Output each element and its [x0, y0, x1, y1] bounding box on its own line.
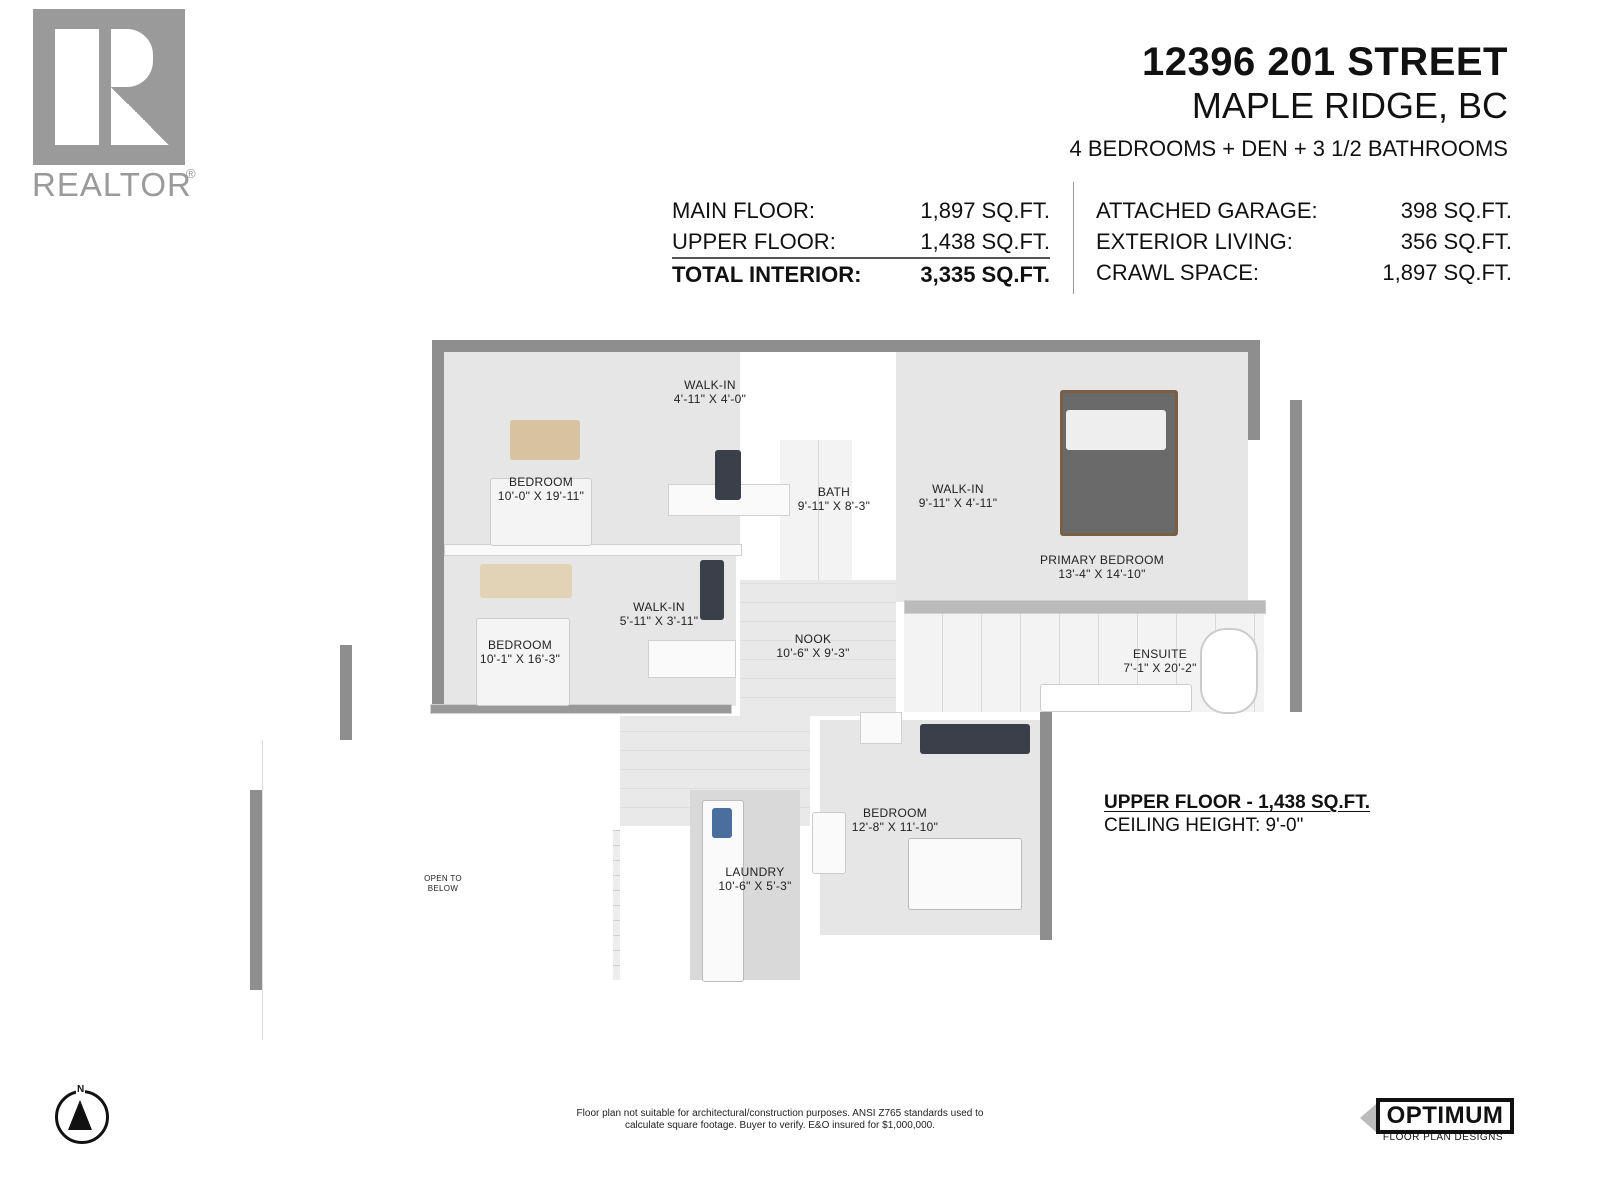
laundry-sink-icon — [712, 808, 732, 838]
area-stats-right: ATTACHED GARAGE: 398 SQ.FT. EXTERIOR LIV… — [1096, 195, 1512, 288]
stat-label: ATTACHED GARAGE: — [1096, 198, 1318, 223]
stat-attached-garage: ATTACHED GARAGE: 398 SQ.FT. — [1096, 195, 1512, 226]
stat-value: 356 SQ.FT. — [1400, 229, 1512, 254]
stat-value: 3,335 SQ.FT. — [920, 262, 1050, 287]
area-stats-left: MAIN FLOOR: 1,897 SQ.FT. UPPER FLOOR: 1,… — [672, 195, 1050, 290]
disclaimer-line-2: calculate square footage. Buyer to verif… — [625, 1120, 935, 1131]
double-vanity-icon — [1040, 684, 1192, 712]
stat-label: UPPER FLOOR: — [672, 229, 836, 254]
outer-wall-left-lower — [250, 790, 262, 990]
bed-icon — [490, 478, 592, 546]
stat-crawl-space: CRAWL SPACE: 1,897 SQ.FT. — [1096, 257, 1512, 288]
bed-icon — [476, 618, 570, 706]
stat-label: CRAWL SPACE: — [1096, 260, 1259, 285]
bed-icon — [908, 838, 1022, 910]
ensuite-wall — [904, 600, 1266, 614]
compass-north-label: N — [76, 1084, 86, 1095]
clothes-rack-icon — [715, 450, 741, 500]
bathtub-icon — [1200, 628, 1258, 714]
stat-value: 1,897 SQ.FT. — [920, 198, 1050, 223]
disclaimer-line-1: Floor plan not suitable for architectura… — [576, 1108, 984, 1119]
desk-icon — [812, 812, 846, 874]
optimum-logo-subtitle: FLOOR PLAN DESIGNS — [1382, 1132, 1504, 1143]
stat-label: TOTAL INTERIOR: — [672, 262, 862, 287]
pencil-tip-icon — [1360, 1104, 1376, 1132]
open-to-below-area — [262, 740, 613, 1040]
property-city: MAPLE RIDGE, BC — [1191, 85, 1508, 126]
outer-wall-right — [1290, 400, 1302, 712]
stat-upper-floor: UPPER FLOOR: 1,438 SQ.FT. — [672, 226, 1050, 259]
bath-floor — [780, 440, 852, 580]
ceiling-height: CEILING HEIGHT: 9'-0" — [1104, 815, 1304, 836]
property-address: 12396 201 STREET — [1142, 40, 1508, 84]
stat-main-floor: MAIN FLOOR: 1,897 SQ.FT. — [672, 195, 1050, 226]
dresser-icon — [510, 420, 580, 460]
dresser-icon — [480, 564, 572, 598]
clothes-rack-icon — [920, 724, 1030, 754]
outer-wall-left-upper — [432, 340, 444, 712]
optimum-logo: OPTIMUM — [1376, 1098, 1514, 1134]
logo-r-stem — [55, 29, 99, 145]
registered-mark: ® — [186, 166, 196, 181]
outer-wall-bedroom-right — [1040, 712, 1052, 940]
logo-r-bowl — [111, 29, 153, 87]
disclaimer: Floor plan not suitable for architectura… — [560, 1108, 1000, 1132]
stat-total-interior: TOTAL INTERIOR: 3,335 SQ.FT. — [672, 259, 1050, 290]
floor-title: UPPER FLOOR - 1,438 SQ.FT. — [1104, 792, 1371, 813]
stats-divider — [1073, 182, 1074, 294]
wall-bedroom-2-bottom — [430, 704, 732, 714]
wall-bedrooms-divider — [444, 544, 742, 556]
stat-value: 1,897 SQ.FT. — [1382, 260, 1512, 285]
stat-value: 398 SQ.FT. — [1400, 198, 1512, 223]
nook-floor — [740, 580, 896, 716]
property-summary: 4 BEDROOMS + DEN + 3 1/2 BATHROOMS — [1069, 136, 1509, 161]
north-arrow-icon — [68, 1100, 92, 1130]
realtor-logo-mark — [33, 9, 185, 165]
stat-label: MAIN FLOOR: — [672, 198, 816, 223]
stat-label: EXTERIOR LIVING: — [1096, 229, 1293, 254]
walkin-2-wall — [648, 640, 736, 678]
logo-r-leg — [111, 87, 169, 145]
outer-wall-top — [432, 340, 1260, 352]
outer-wall-right-top — [1248, 340, 1260, 440]
bedroom-3-door-wall — [860, 712, 902, 744]
pillows-icon — [1066, 410, 1166, 450]
clothes-rack-icon — [700, 560, 724, 620]
realtor-wordmark: REALTOR — [32, 166, 192, 203]
stat-value: 1,438 SQ.FT. — [920, 229, 1050, 254]
stat-exterior-living: EXTERIOR LIVING: 356 SQ.FT. — [1096, 226, 1512, 257]
